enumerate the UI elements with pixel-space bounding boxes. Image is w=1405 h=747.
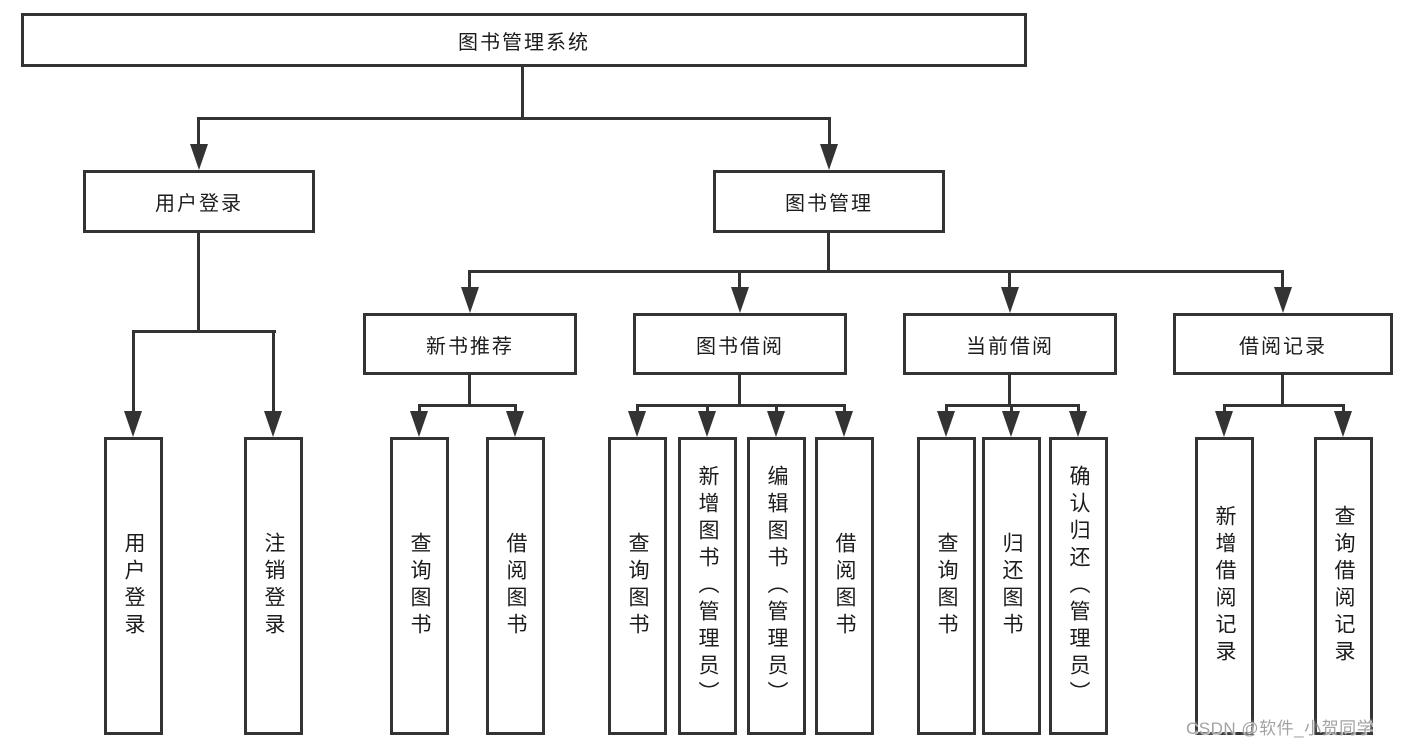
node-library-management-system: 图书管理系统 — [21, 13, 1027, 67]
node-label: 借阅图书 — [833, 532, 856, 640]
connector-book-borrow-crossbar — [636, 404, 846, 407]
connector-drop-logout-leaf — [272, 330, 275, 412]
arrowhead-bb-add — [698, 411, 716, 437]
node-nb-borrow-books: 借阅图书 — [486, 437, 545, 735]
arrowhead-cb-confirm — [1069, 411, 1087, 437]
arrowhead-cb-return — [1002, 411, 1020, 437]
connector-drop-br-add — [1223, 404, 1226, 413]
node-label: 查询图书 — [935, 532, 958, 640]
arrowhead-br-add — [1215, 411, 1233, 437]
connector-new-book-stem — [468, 375, 471, 407]
arrowhead-nb-query — [410, 411, 428, 437]
connector-drop-bb-add — [706, 404, 709, 413]
connector-drop-nb-borrow — [514, 404, 517, 413]
node-user-login-leaf: 用户登录 — [104, 437, 163, 735]
connector-drop-cb-query — [945, 404, 948, 413]
node-label: 新书推荐 — [426, 335, 514, 358]
connector-drop-bb-edit — [775, 404, 778, 413]
csdn-watermark: CSDN @软件_小贺同学 — [1186, 719, 1375, 738]
node-label: 新增图书（管理员） — [696, 464, 719, 708]
node-nb-query-books: 查询图书 — [390, 437, 449, 735]
node-cb-return-books: 归还图书 — [982, 437, 1041, 735]
node-label: 借阅记录 — [1239, 335, 1327, 358]
connector-drop-login-leaf — [132, 330, 135, 412]
node-label: 编辑图书（管理员） — [765, 464, 788, 708]
node-label: 注销登录 — [262, 532, 285, 640]
node-label: 查询图书 — [408, 532, 431, 640]
node-cb-confirm-return-admin: 确认归还（管理员） — [1049, 437, 1108, 735]
node-label: 图书借阅 — [696, 335, 784, 358]
connector-drop-nb-query — [418, 404, 421, 413]
connector-root-stem — [521, 66, 524, 120]
node-logout-leaf: 注销登录 — [244, 437, 303, 735]
node-br-add-record: 新增借阅记录 — [1195, 437, 1254, 735]
arrowhead-book-borrow — [731, 287, 749, 313]
node-bb-borrow-books: 借阅图书 — [815, 437, 874, 735]
node-label: 确认归还（管理员） — [1067, 464, 1090, 708]
connector-user-login-stem — [197, 233, 200, 333]
connector-borrow-records-crossbar — [1223, 404, 1345, 407]
connector-borrow-records-stem — [1281, 375, 1284, 407]
node-label: 图书管理 — [785, 193, 873, 215]
arrowhead-book-management — [820, 144, 838, 170]
connector-drop-borrow-records — [1281, 270, 1284, 289]
connector-book-borrow-stem — [738, 375, 741, 407]
connector-drop-cb-confirm — [1077, 404, 1080, 413]
connector-drop-book-borrow — [738, 270, 741, 289]
connector-drop-new-book — [468, 270, 471, 289]
node-label: 借阅图书 — [504, 532, 527, 640]
node-label: 查询借阅记录 — [1332, 505, 1355, 667]
node-label: 用户登录 — [155, 193, 243, 215]
connector-drop-bb-query — [636, 404, 639, 413]
node-user-login: 用户登录 — [83, 170, 315, 233]
connector-user-login-crossbar — [132, 330, 276, 333]
connector-drop-br-query — [1342, 404, 1345, 413]
connector-book-management-crossbar — [468, 270, 1284, 273]
node-br-query-record: 查询借阅记录 — [1314, 437, 1373, 735]
arrowhead-login-leaf — [124, 411, 142, 437]
connector-drop-book-management — [828, 117, 831, 146]
arrowhead-br-query — [1334, 411, 1352, 437]
arrowhead-logout-leaf — [264, 411, 282, 437]
node-bb-add-book-admin: 新增图书（管理员） — [678, 437, 737, 735]
connector-drop-bb-borrow — [843, 404, 846, 413]
node-bb-query-books: 查询图书 — [608, 437, 667, 735]
arrowhead-user-login — [190, 144, 208, 170]
node-label: 归还图书 — [1000, 532, 1023, 640]
node-borrowing-records: 借阅记录 — [1173, 313, 1393, 375]
connector-drop-user-login — [197, 117, 200, 146]
arrowhead-bb-borrow — [835, 411, 853, 437]
node-cb-query-books: 查询图书 — [917, 437, 976, 735]
connector-drop-cb-return — [1010, 404, 1013, 413]
connector-drop-current-borrow — [1008, 270, 1011, 289]
arrowhead-borrow-records — [1274, 287, 1292, 313]
arrowhead-cb-query — [937, 411, 955, 437]
arrowhead-nb-borrow — [506, 411, 524, 437]
node-book-management: 图书管理 — [713, 170, 945, 233]
node-new-book-recommend: 新书推荐 — [363, 313, 577, 375]
node-bb-edit-book-admin: 编辑图书（管理员） — [747, 437, 806, 735]
node-book-borrowing: 图书借阅 — [633, 313, 847, 375]
connector-book-management-stem — [827, 233, 830, 273]
node-label: 当前借阅 — [966, 335, 1054, 358]
node-label: 新增借阅记录 — [1213, 505, 1236, 667]
connector-new-book-crossbar — [418, 404, 517, 407]
connector-current-borrow-stem — [1008, 375, 1011, 407]
arrowhead-bb-query — [628, 411, 646, 437]
arrowhead-current-borrow — [1001, 287, 1019, 313]
node-label: 图书管理系统 — [458, 31, 590, 54]
arrowhead-bb-edit — [767, 411, 785, 437]
connector-root-crossbar — [197, 117, 831, 120]
node-label: 查询图书 — [626, 532, 649, 640]
node-current-borrowing: 当前借阅 — [903, 313, 1117, 375]
arrowhead-new-book — [461, 287, 479, 313]
node-label: 用户登录 — [122, 532, 145, 640]
